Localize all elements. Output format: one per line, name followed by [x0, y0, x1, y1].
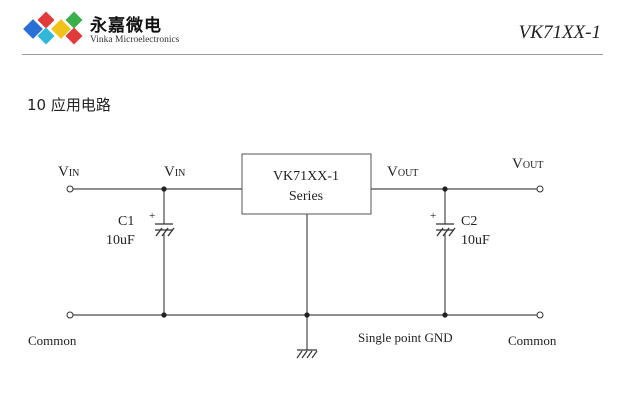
ic-label-line2: Series: [289, 189, 323, 204]
common-left-label: Common: [28, 333, 77, 348]
junction-c2-top: [442, 186, 448, 192]
ground-symbol-icon: [296, 349, 318, 359]
junction-c2-bottom: [442, 312, 448, 318]
vout-terminal: [536, 185, 544, 193]
common-right-terminal: [536, 311, 544, 319]
c1-value-label: 10uF: [106, 233, 135, 248]
vout-right-label: VOUT: [512, 156, 543, 172]
single-point-gnd-label: Single point GND: [358, 330, 453, 345]
common-right-label: Common: [508, 333, 557, 348]
vout-left-label: VOUT: [387, 164, 418, 180]
vin-right-label: VIN: [164, 164, 185, 180]
junction-ic-ground: [304, 312, 310, 318]
vin-left-label: VIN: [58, 164, 79, 180]
vin-terminal: [66, 185, 74, 193]
page-header: 永嘉微电 Vinka Microelectronics VK71XX-1: [0, 0, 625, 60]
brand-english-name: Vinka Microelectronics: [90, 35, 180, 45]
section-title: 10 应用电路: [27, 96, 111, 114]
common-left-terminal: [66, 311, 74, 319]
c2-name-label: C2: [461, 214, 477, 229]
junction-c1-bottom: [161, 312, 167, 318]
c2-value-label: 10uF: [461, 233, 490, 248]
c1-name-label: C1: [118, 214, 134, 229]
ic-label-line1: VK71XX-1: [273, 169, 339, 184]
c1-plus-sign: +: [149, 210, 155, 222]
vinka-logo-icon: [23, 11, 83, 45]
junction-c1-top: [161, 186, 167, 192]
regulator-ic-box: [241, 153, 372, 215]
c2-capacitor-symbol: [436, 223, 456, 237]
brand-chinese-name: 永嘉微电: [90, 16, 162, 36]
header-divider: [22, 54, 603, 55]
document-id: VK71XX-1: [518, 22, 601, 43]
c2-plus-sign: +: [430, 210, 436, 222]
c1-capacitor-symbol: [155, 223, 175, 237]
